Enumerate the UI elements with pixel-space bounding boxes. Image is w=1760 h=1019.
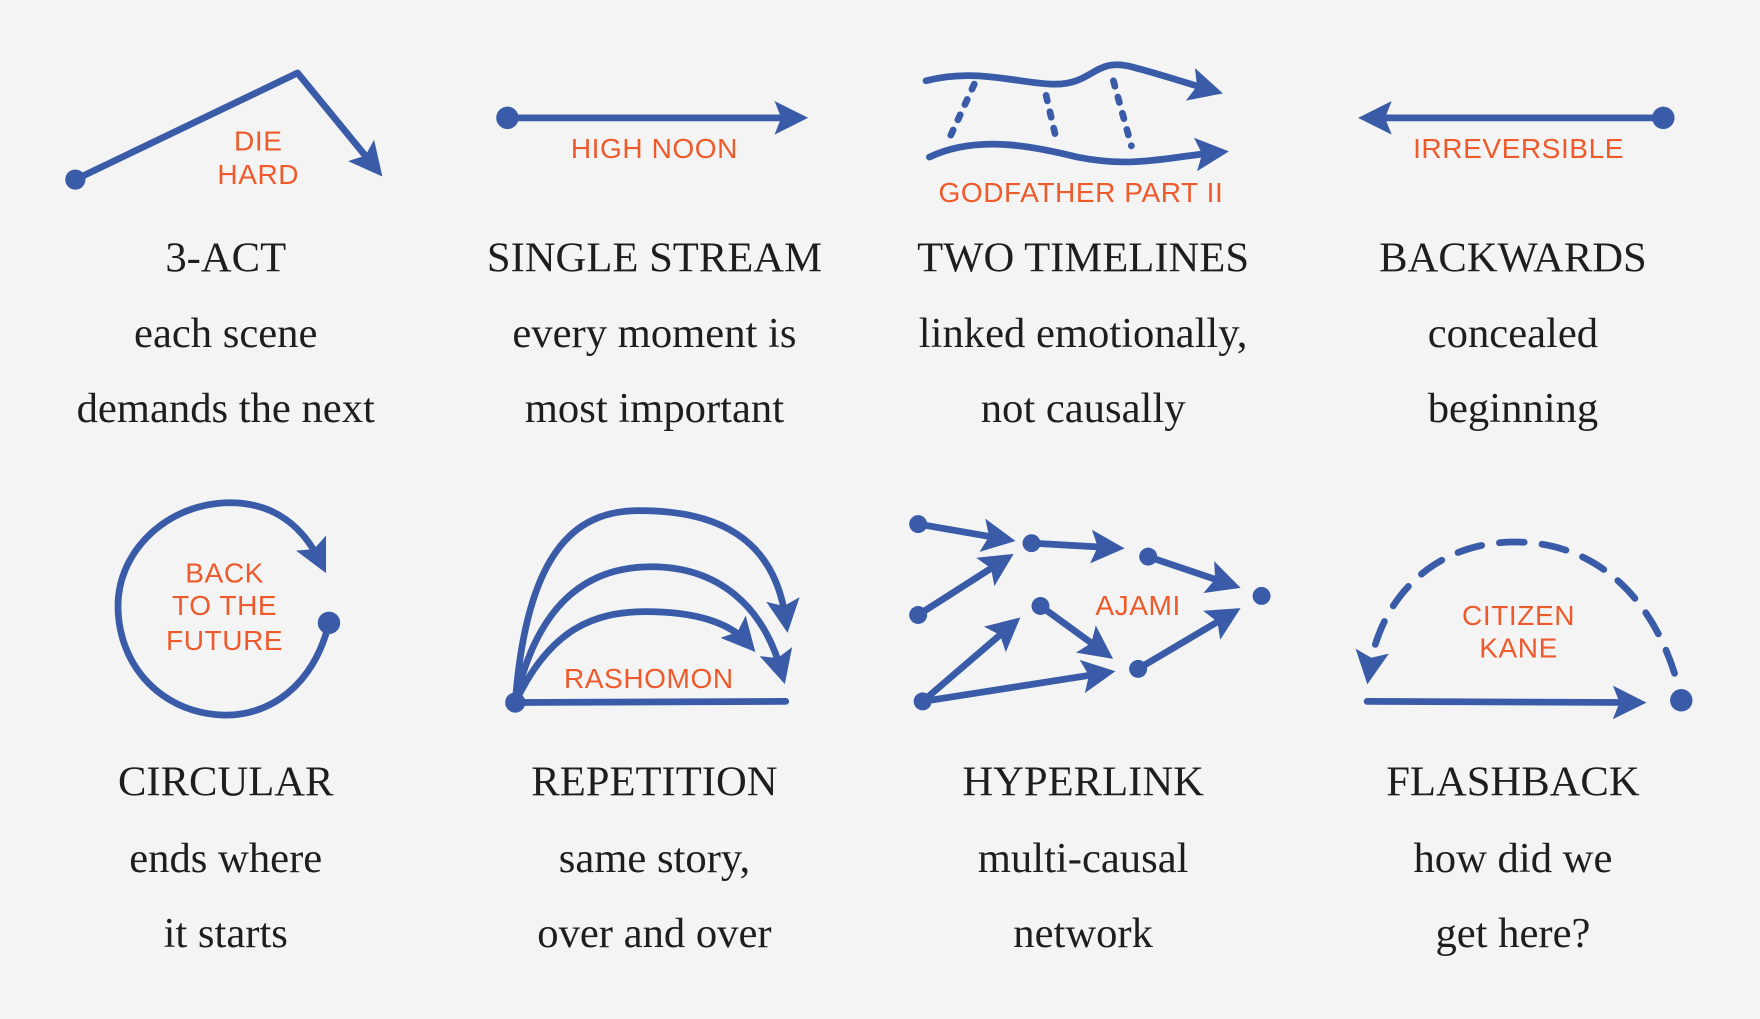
diagram-3-act: DIE HARD [65,69,383,190]
diagram-single-stream: HIGH NOON [496,101,809,164]
description-line: demands the next [77,385,375,432]
structure-title: 3-ACT [165,235,286,282]
diagram-circular: BACK TO THE FUTURE [114,499,341,719]
structure-title: HYPERLINK [962,759,1204,806]
film-label: RASHOMON [564,663,734,694]
film-label: GODFATHER PART II [938,177,1223,208]
arrow-path [1363,685,1647,720]
structure-title: FLASHBACK [1386,759,1640,806]
structure-title: TWO TIMELINES [917,235,1249,282]
dashed-arc-arrow [1355,538,1678,685]
description-line: ends where [129,835,322,882]
structure-title: REPETITION [531,759,777,806]
diagram-backwards: IRREVERSIBLE [1358,101,1675,164]
description-line: concealed [1428,310,1598,357]
captions: 3-ACT each scene demands the next SINGLE… [77,235,1647,958]
diagram-repetition: RASHOMON [505,507,800,713]
film-label: KANE [1479,633,1558,664]
structure-title: SINGLE STREAM [487,235,822,282]
description-line: every moment is [512,310,796,357]
film-label: TO THE [172,590,277,621]
diagram-flashback: CITIZEN KANE [1355,538,1693,720]
description-line: most important [525,385,784,432]
arrow-path [71,69,383,183]
description-line: same story, [559,835,750,882]
film-label: IRREVERSIBLE [1413,133,1624,164]
arc-arrow [511,608,756,706]
description-line: linked emotionally, [919,310,1248,357]
film-label: CITIZEN [1462,600,1575,631]
film-label: HARD [217,159,299,190]
description-line: not causally [981,385,1186,432]
description-line: how did we [1414,835,1613,882]
description-line: each scene [134,310,317,357]
description-line: multi-causal [978,835,1189,882]
film-label: DIE [234,125,282,156]
description-line: it starts [164,910,288,957]
arc-arrow [511,507,800,706]
network-edges [914,518,1241,705]
timeline-arrow [926,137,1229,172]
structure-title: CIRCULAR [118,759,334,806]
link-dots [945,77,1135,150]
description-line: beginning [1428,385,1598,432]
diagram-two-timelines: GODFATHER PART II [922,61,1229,208]
arc-arrow [511,563,793,706]
description-line: network [1013,910,1153,957]
description-line: get here? [1435,910,1590,957]
structure-title: BACKWARDS [1379,235,1647,282]
arrow-path [114,499,333,719]
film-label: AJAMI [1095,590,1180,621]
base-line [511,698,790,706]
timeline-arrow [922,61,1223,101]
diagram-hyperlink: AJAMI [909,515,1271,711]
description-line: over and over [537,910,771,957]
start-dot [1670,689,1693,712]
film-label: BACK [185,557,264,588]
film-label: HIGH NOON [571,133,738,164]
film-label: FUTURE [166,625,283,656]
